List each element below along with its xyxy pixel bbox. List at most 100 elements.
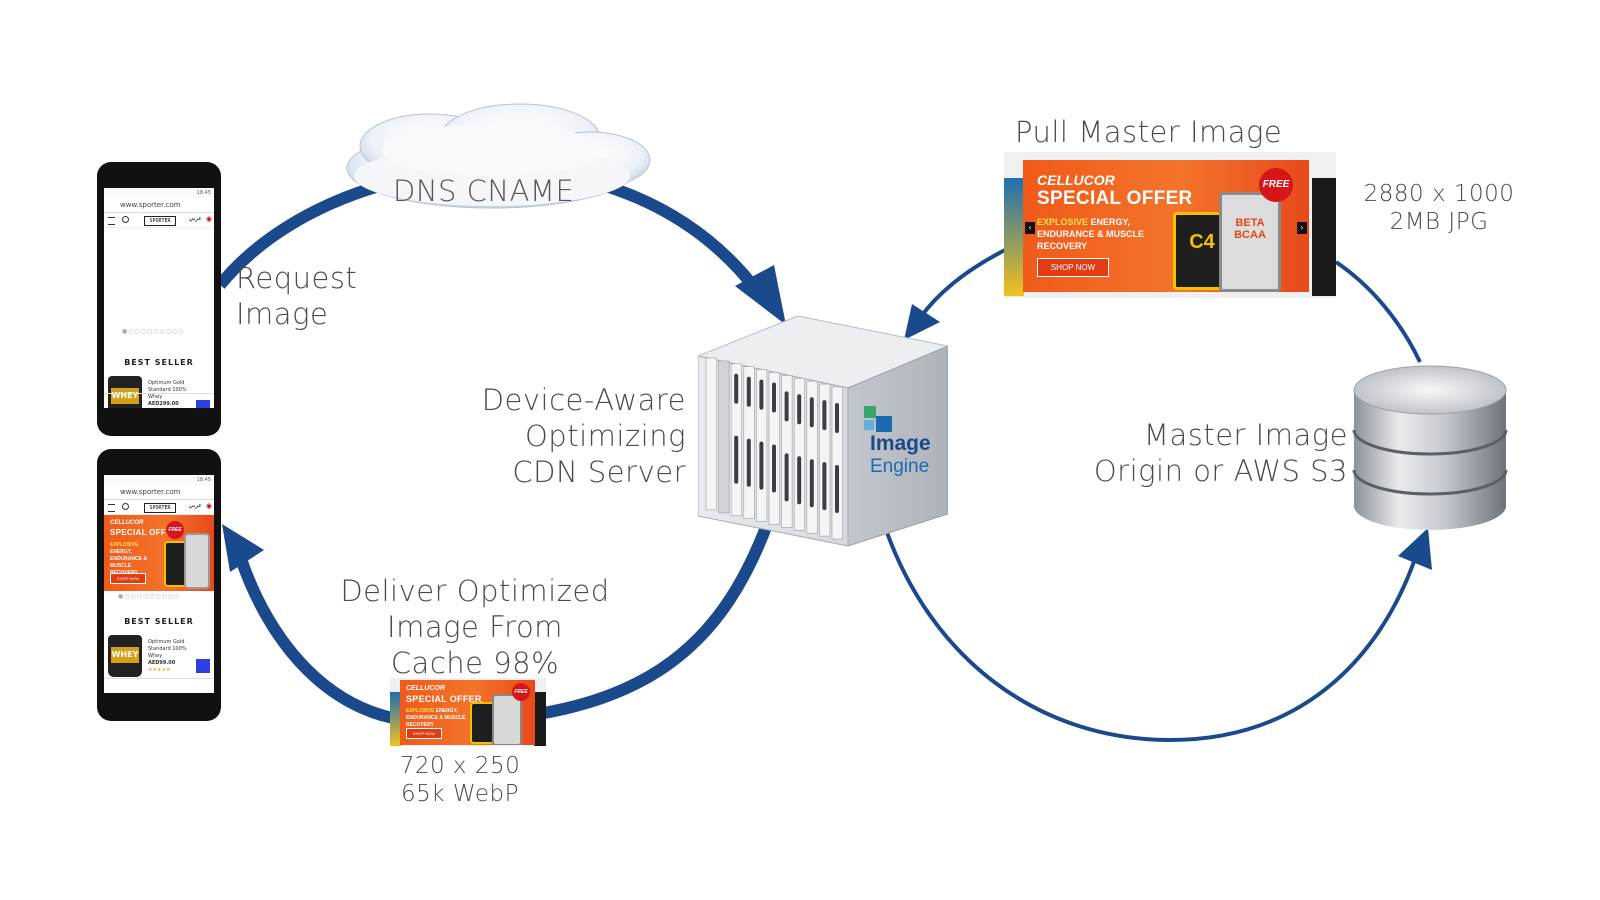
request-arrowhead [735,265,786,325]
product-price: AED99.00 [148,660,176,666]
next-slide-peek [534,692,546,746]
bcaa-can-image [492,694,522,745]
phone-delivered: 18:45 www.sporter.com SPORTER عربي ◉ CEL… [97,449,221,721]
product-price: AED299.00 [148,401,179,407]
search-icon [122,503,129,510]
origin-fetch-arrow [882,523,1418,743]
phone-url-bar: www.sporter.com [104,198,214,213]
origin-label: Master Image Origin or AWS S3 [1070,417,1348,489]
server-port [835,465,839,513]
carousel-dots: ●○○○○○○○○○ [122,328,185,335]
phone-url: www.sporter.com [120,201,181,209]
server-card [819,383,831,537]
deliver-label: Deliver Optimized Image From Cache 98% [330,573,620,681]
server-card [718,360,730,514]
status-time: 18:45 [196,477,211,483]
next-slide-peek [1312,178,1336,296]
server-port [759,379,764,410]
server-card [781,375,793,528]
phone-offer-banner: CELLUCOR SPECIAL OFFER EXPLOSIVE ENERGY,… [104,515,214,591]
banner-brand: CELLUCOR [110,520,144,526]
master-offer-banner: CELLUCOR SPECIAL OFFER EXPLOSIVE ENERGY,… [1023,160,1309,292]
banner-next-chevron: › [1297,222,1307,234]
menu-icon [108,217,115,225]
server-port [746,438,751,487]
server-port [772,382,776,413]
master-image-spec-text: 2880 x 1000 2MB JPG [1363,181,1515,235]
product-name: Optimum Gold Standard 100% Whey [148,639,187,659]
server-port [759,441,764,490]
phone-nav-bar [104,678,214,693]
phone-status-bar: 18:45 [104,188,214,198]
cart-icon: ◉ [205,215,212,223]
banner-tagline-lead: EXPLOSIVE [110,542,139,548]
bcaa-can-image: BETA BCAA [1219,192,1281,292]
bcaa-label: BETA BCAA [1234,217,1266,241]
deliver-text: Deliver Optimized Image From Cache 98% [340,574,610,680]
phone-nav-bar [104,393,214,408]
product-row: WHEY Optimum Gold Standard 100% Whey AED… [108,635,210,681]
server-port [835,403,839,433]
pull-arrow [918,248,1006,320]
store-logo: SPORTER [144,503,176,513]
banner-prev-chevron: ‹ [1025,222,1035,234]
best-seller-heading: BEST SELLER [124,358,194,367]
banner-title: SPECIAL OFFER [406,694,482,704]
product-name: Optimum Gold Standard 100% Whey [148,380,187,400]
banner-tagline-lead: EXPLOSIVE [406,708,435,714]
server-port [809,459,814,508]
phone-site-header: SPORTER عربي ◉ [104,213,214,228]
lang-toggle: عربي [188,502,202,509]
server-port [784,453,789,502]
empty-banner-slot [104,228,214,324]
origin-fetch-arrowhead [1398,528,1432,570]
server-port [746,376,751,407]
banner-cta: SHOP NOW [1037,258,1109,277]
server-card [831,386,843,540]
free-badge: FREE [512,683,530,701]
origin-text: Master Image Origin or AWS S3 [1093,418,1348,488]
product-row: WHEY Optimum Gold Standard 100% Whey AED… [108,376,210,408]
server-card [806,380,818,534]
tub-label: WHEY [111,391,139,400]
server-port [784,391,789,422]
chat-button [196,659,210,673]
banner-tagline-rest: ENERGY, ENDURANCE & MUSCLE RECOVERY [406,708,466,728]
menu-icon [108,504,115,512]
banner-brand: CELLUCOR [1037,172,1115,188]
cdn-server-rack [698,316,948,547]
search-icon [122,216,129,223]
cdn-server-label: Device-Aware Optimizing CDN Server [470,382,686,490]
banner-cta: SHOP NOW [406,728,442,739]
banner-tagline: EXPLOSIVE ENERGY, ENDURANCE & MUSCLE REC… [406,708,466,729]
server-card [705,357,717,511]
product-rating: ★★★★★ [148,667,171,673]
origin-connector [1334,260,1422,363]
server-card [793,377,805,531]
dns-cname-label: DNS CNAME [393,174,575,208]
product-info: Optimum Gold Standard 100% Whey AED99.00… [148,639,200,674]
phone-request: 18:45 www.sporter.com SPORTER عربي ◉ ●○○… [97,162,221,436]
cdn-server-text: Device-Aware Optimizing CDN Server [481,383,686,489]
banner-tagline-rest: ENERGY, ENDURANCE & MUSCLE RECOVERY [1037,217,1145,251]
phone-request-screen: 18:45 www.sporter.com SPORTER عربي ◉ ●○○… [104,188,214,408]
server-port [734,373,739,404]
pull-master-label: Pull Master Image [1015,115,1283,149]
banner-cta: SHOP NOW [110,573,146,584]
server-port [772,444,776,493]
request-image-text: Request Image [236,261,358,331]
phone-status-bar: 18:45 [104,475,214,485]
banner-title: SPECIAL OFFER [110,528,178,537]
image-engine-logo: Image Engine [860,404,950,480]
banner-brand: CELLUCOR [406,685,445,692]
small-image-spec-label: 720 x 250 65k WebP [380,752,540,808]
server-port [809,397,814,428]
lang-toggle: عربي [188,215,202,222]
logo-square-blue [876,416,892,432]
chat-button [196,400,210,408]
banner-title: SPECIAL OFFER [1037,188,1193,209]
deliver-arrowhead [222,524,264,572]
c4-label: C4 [1189,231,1215,253]
bcaa-can-image [184,533,210,589]
